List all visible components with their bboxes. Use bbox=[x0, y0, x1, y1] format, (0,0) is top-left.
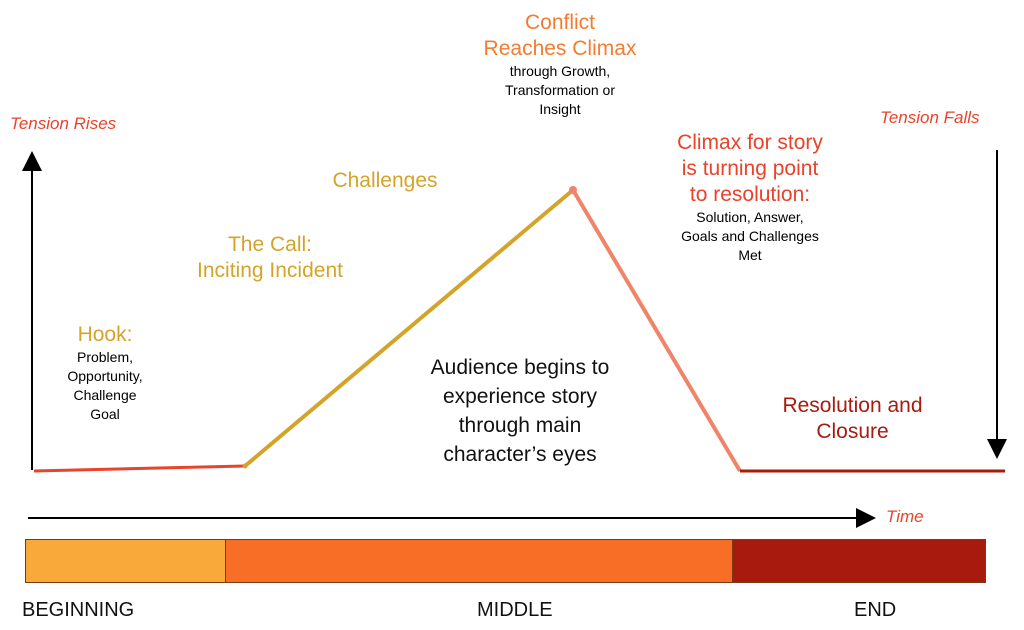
beginning-line bbox=[33, 464, 246, 473]
turning-point-label: Climax for story is turning point to res… bbox=[645, 130, 855, 265]
audience-label: Audience begins to experience story thro… bbox=[380, 353, 660, 469]
turning-title-3: to resolution: bbox=[689, 183, 811, 206]
resolution-label: Resolution and Closure bbox=[740, 393, 965, 445]
climax-body-3: Insight bbox=[539, 101, 581, 117]
hook-body-2: Opportunity, bbox=[67, 368, 143, 384]
challenges-label: Challenges bbox=[332, 169, 438, 192]
falling-line bbox=[571, 188, 742, 473]
call-point bbox=[242, 463, 248, 469]
hook-body-1: Problem, bbox=[76, 349, 134, 365]
turning-body-3: Met bbox=[738, 247, 762, 263]
climax-label: Conflict Reaches Climax through Growth, … bbox=[455, 10, 665, 119]
tension-falls-label: Tension Falls bbox=[880, 108, 980, 127]
section-end: END bbox=[854, 599, 897, 621]
section-middle: MIDDLE bbox=[477, 599, 553, 621]
audience-line-1: Audience begins to bbox=[430, 356, 610, 379]
climax-title-1: Conflict bbox=[524, 11, 596, 34]
timeline-bar-middle bbox=[226, 539, 733, 583]
turning-body-2: Goals and Challenges bbox=[681, 228, 819, 244]
climax-body-1: through Growth, bbox=[509, 63, 611, 79]
call-label: The Call: Inciting Incident bbox=[165, 232, 375, 284]
audience-line-4: character’s eyes bbox=[443, 443, 597, 466]
time-label: Time bbox=[886, 507, 924, 526]
call-title-1: The Call: bbox=[227, 233, 313, 256]
call-title-2: Inciting Incident bbox=[197, 259, 343, 282]
tension-rises-label: Tension Rises bbox=[10, 114, 117, 133]
turning-body-1: Solution, Answer, bbox=[696, 209, 804, 225]
audience-line-3: through main bbox=[458, 414, 582, 437]
resolution-line-2: Closure bbox=[816, 420, 889, 443]
hook-label: Hook: Problem, Opportunity, Challenge Go… bbox=[45, 322, 165, 424]
turning-title-1: Climax for story bbox=[677, 131, 823, 154]
resolution-line-1: Resolution and bbox=[782, 394, 923, 417]
rising-line bbox=[243, 188, 575, 468]
climax-point bbox=[569, 186, 577, 194]
climax-title-2: Reaches Climax bbox=[483, 37, 637, 60]
hook-title: Hook: bbox=[77, 323, 133, 346]
climax-body-2: Transformation or bbox=[505, 82, 615, 98]
audience-line-2: experience story bbox=[442, 385, 598, 408]
timeline-bar-beginning bbox=[25, 539, 226, 583]
timeline-bar-end bbox=[733, 539, 986, 583]
section-beginning: BEGINNING bbox=[22, 599, 135, 621]
hook-body-3: Challenge bbox=[73, 387, 137, 403]
turning-title-2: is turning point bbox=[681, 157, 819, 180]
hook-body-4: Goal bbox=[90, 406, 120, 422]
